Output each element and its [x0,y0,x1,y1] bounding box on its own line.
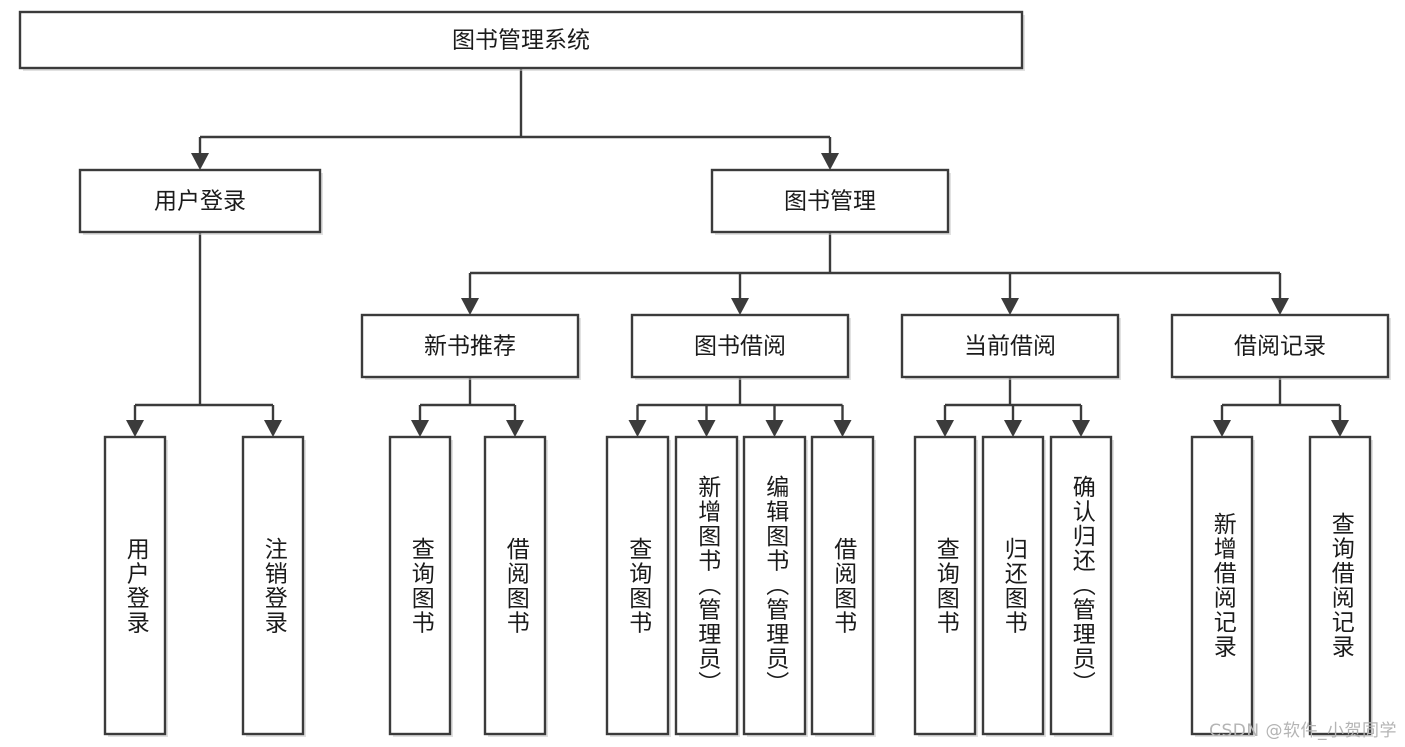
node-box-user-login[interactable] [78,168,322,234]
node-current-borrow[interactable]: 当前借阅 [900,313,1121,380]
node-box-rec-add-record[interactable] [1190,435,1254,736]
node-box-rec-query-record[interactable] [1308,435,1372,736]
node-label-book-borrow: 图书借阅 [694,334,786,360]
node-label-book-manage: 图书管理 [784,189,876,215]
node-box-user-logout[interactable] [241,435,305,736]
node-box-book-borrow[interactable] [630,313,850,379]
node-box-root[interactable] [18,10,1024,70]
node-box-rec-borrow-book[interactable] [483,435,547,736]
node-label-rec-add-record: 新增借阅记录 [1209,512,1236,659]
node-box-current-borrow[interactable] [900,313,1120,379]
connector-root-to-level2 [191,68,839,170]
node-box-user-login-do[interactable] [103,435,167,736]
connector-user-login-to-leaves [126,232,282,437]
node-label-user-login-do: 用户登录 [122,536,149,635]
node-label-borrow-query-book: 查询图书 [624,536,651,635]
node-box-borrow-record[interactable] [1170,313,1390,379]
node-box-cur-return-book[interactable] [981,435,1045,736]
node-box-borrow-edit-book[interactable] [742,435,807,736]
node-box-cur-query-book[interactable] [913,435,977,736]
node-box-cur-confirm-return[interactable] [1049,435,1113,736]
node-borrow-query-book[interactable]: 查询图书 [605,435,671,737]
node-label-cur-return-book: 归还图书 [1000,536,1027,635]
node-label-borrow-edit-book: 编辑图书（管理员） [761,475,788,696]
node-label-borrow-record: 借阅记录 [1234,334,1326,360]
node-label-cur-confirm-return: 确认归还（管理员） [1068,475,1095,696]
node-rec-query-book[interactable]: 查询图书 [388,435,453,737]
connector-current-borrow-to-leaves [936,377,1090,437]
node-new-book-rec[interactable]: 新书推荐 [360,313,581,380]
node-label-user-login: 用户登录 [154,189,246,215]
node-label-root: 图书管理系统 [452,28,590,54]
node-label-rec-borrow-book: 借阅图书 [502,536,529,635]
node-label-new-book-rec: 新书推荐 [424,334,516,360]
node-box-rec-query-book[interactable] [388,435,452,736]
connector-book-borrow-to-leaves [628,377,852,437]
node-label-cur-query-book: 查询图书 [932,536,959,635]
node-book-manage[interactable]: 图书管理 [710,168,951,235]
node-borrow-add-book[interactable]: 新增图书（管理员） [674,435,740,737]
node-root[interactable]: 图书管理系统 [18,10,1025,71]
node-cur-confirm-return[interactable]: 确认归还（管理员） [1049,435,1114,737]
node-layer: 图书管理系统用户登录用户登录注销登录图书管理新书推荐查询图书借阅图书图书借阅查询… [18,10,1391,737]
node-box-borrow-query-book[interactable] [605,435,670,736]
node-cur-query-book[interactable]: 查询图书 [913,435,978,737]
connector-borrow-record-to-leaves [1213,377,1349,437]
node-borrow-edit-book[interactable]: 编辑图书（管理员） [742,435,808,737]
connector-new-book-rec-to-leaves [411,377,524,437]
node-user-login[interactable]: 用户登录 [78,168,323,235]
node-label-rec-query-record: 查询借阅记录 [1327,512,1354,659]
node-label-current-borrow: 当前借阅 [964,334,1056,360]
node-rec-query-record[interactable]: 查询借阅记录 [1308,435,1373,737]
watermark: CSDN @软件_小贺同学 [1209,721,1397,741]
node-label-borrow-do-borrow: 借阅图书 [829,536,856,635]
node-user-logout[interactable]: 注销登录 [241,435,306,737]
node-label-user-logout: 注销登录 [260,536,287,635]
node-label-borrow-add-book: 新增图书（管理员） [693,475,720,696]
node-label-rec-query-book: 查询图书 [407,536,434,635]
node-rec-borrow-book[interactable]: 借阅图书 [483,435,548,737]
node-borrow-do-borrow[interactable]: 借阅图书 [810,435,876,737]
connector-book-manage-to-groups [461,232,1289,315]
connector-layer [126,68,1349,437]
node-user-login-do[interactable]: 用户登录 [103,435,168,737]
node-cur-return-book[interactable]: 归还图书 [981,435,1046,737]
node-box-book-manage[interactable] [710,168,950,234]
node-book-borrow[interactable]: 图书借阅 [630,313,851,380]
node-box-borrow-add-book[interactable] [674,435,739,736]
node-box-new-book-rec[interactable] [360,313,580,379]
node-borrow-record[interactable]: 借阅记录 [1170,313,1391,380]
node-box-borrow-do-borrow[interactable] [810,435,875,736]
node-rec-add-record[interactable]: 新增借阅记录 [1190,435,1255,737]
